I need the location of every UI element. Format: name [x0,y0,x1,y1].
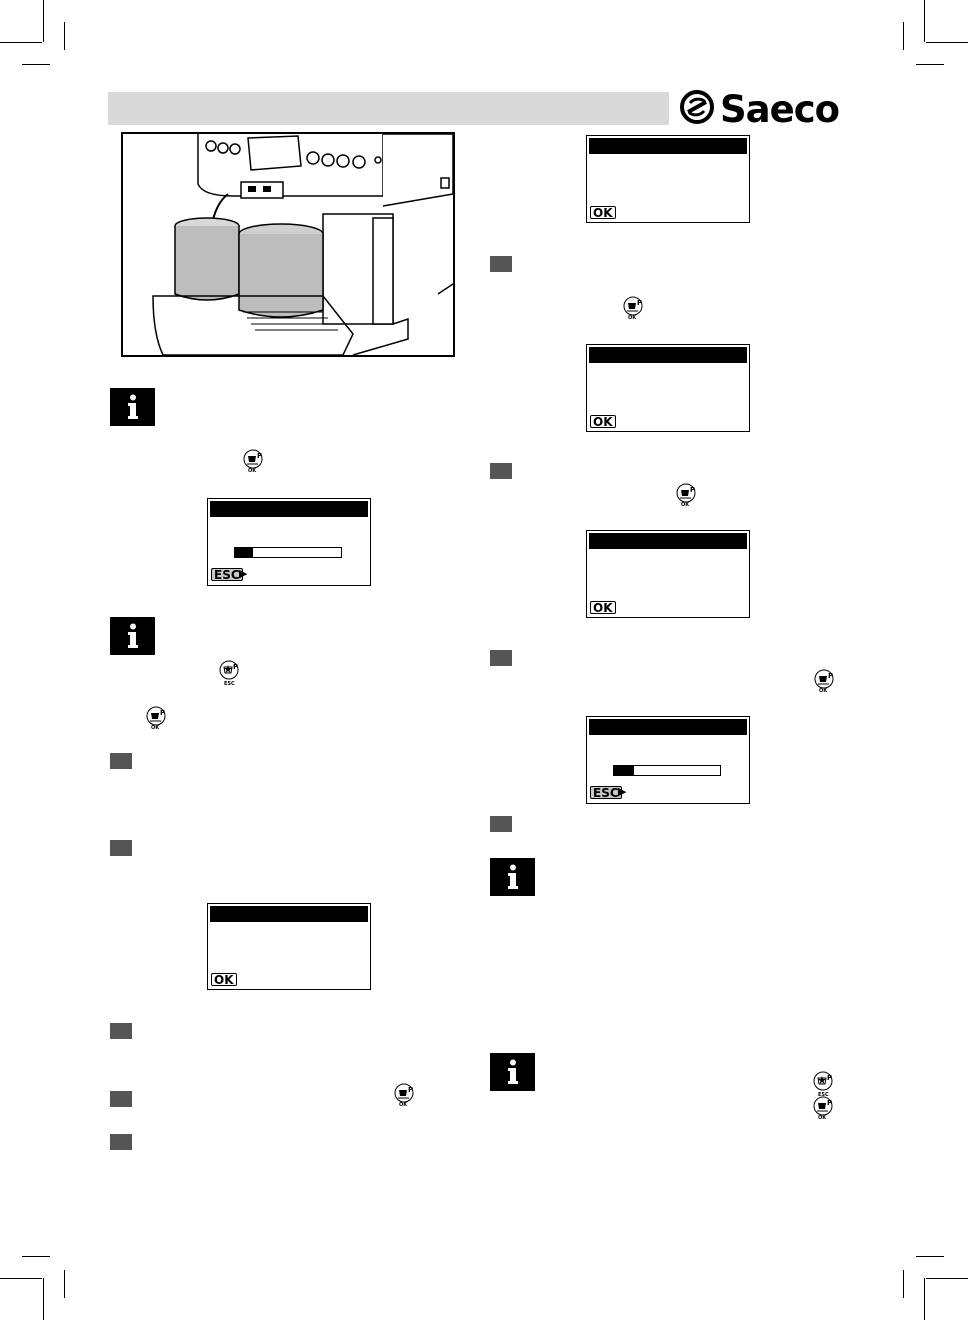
display-title-bar [589,347,747,363]
header-band [108,92,669,125]
info-icon [110,388,155,426]
crop-mark [924,0,925,42]
step-marker [490,816,512,832]
esc-button-icon: P ESC [813,1071,833,1097]
crop-mark [43,0,44,42]
ok-button-icon: P OK [146,706,166,730]
display-confirm: OK [586,530,750,618]
display-progress: ESC ▶ [207,498,371,586]
esc-arrow-icon: ▶ [239,568,248,580]
svg-text:P: P [257,452,262,460]
brand-name: Saeco [720,87,840,131]
svg-text:OK: OK [681,502,690,507]
progress-bar [613,765,721,776]
display-progress: ESC ▶ [586,716,750,804]
step-marker [110,1091,132,1107]
ok-key-label: OK [211,973,237,986]
ok-button-icon: P OK [623,296,643,320]
esc-key-label: ESC [211,568,243,581]
svg-text:P: P [690,486,695,494]
step-marker [110,1134,132,1150]
crop-mark [64,1270,65,1298]
svg-text:OK: OK [151,725,160,730]
crop-mark [916,1256,944,1257]
esc-arrow-icon: ▶ [618,786,627,798]
progress-bar [234,547,342,558]
info-icon [490,858,535,896]
progress-fill [235,548,253,557]
crop-mark [64,22,65,50]
svg-text:P: P [827,1099,832,1107]
display-confirm: OK [586,135,750,223]
svg-text:P: P [828,672,833,680]
crop-mark [903,22,904,50]
crop-mark [22,1256,50,1257]
brand-logo-icon [680,89,714,129]
esc-button-icon: P ESC [219,660,239,686]
step-marker [490,463,512,479]
display-title-bar [589,533,747,549]
ok-button-icon: P OK [676,483,696,507]
svg-text:P: P [637,299,642,307]
crop-mark [926,1278,968,1279]
display-title-bar [210,501,368,517]
svg-text:OK: OK [818,1115,827,1120]
svg-text:P: P [827,1074,832,1082]
svg-text:OK: OK [248,468,257,473]
svg-text:OK: OK [628,315,637,320]
step-marker [490,650,512,666]
ok-button-icon: P OK [813,1096,833,1120]
ok-key-label: OK [590,415,616,428]
svg-text:OK: OK [819,688,828,693]
svg-text:P: P [233,663,238,671]
crop-mark [903,1270,904,1298]
step-marker [490,256,512,272]
info-icon [110,617,155,655]
machine-illustration [121,132,455,357]
progress-fill [614,766,634,775]
ok-button-icon: P OK [243,449,263,473]
svg-text:P: P [408,1086,413,1094]
info-icon [490,1053,535,1091]
crop-mark [0,1278,42,1279]
step-marker [110,753,132,769]
svg-text:ESC: ESC [224,681,235,686]
svg-text:P: P [160,709,165,717]
display-title-bar [589,719,747,735]
crop-mark [0,42,42,43]
display-confirm: OK [207,903,371,990]
esc-key-label: ESC [590,786,622,799]
display-title-bar [210,906,368,922]
display-confirm: OK [586,344,750,432]
ok-key-label: OK [590,601,616,614]
crop-mark [43,1278,44,1320]
ok-key-label: OK [590,206,616,219]
crop-mark [916,64,944,65]
ok-button-icon: P OK [814,669,834,693]
svg-text:OK: OK [399,1102,408,1107]
brand-logo: Saeco [680,88,852,130]
crop-mark [926,42,968,43]
display-title-bar [589,138,747,154]
step-marker [110,840,132,856]
crop-mark [22,64,50,65]
ok-button-icon: P OK [394,1083,414,1107]
step-marker [110,1023,132,1039]
crop-mark [924,1278,925,1320]
svg-text:ESC: ESC [818,1092,829,1097]
